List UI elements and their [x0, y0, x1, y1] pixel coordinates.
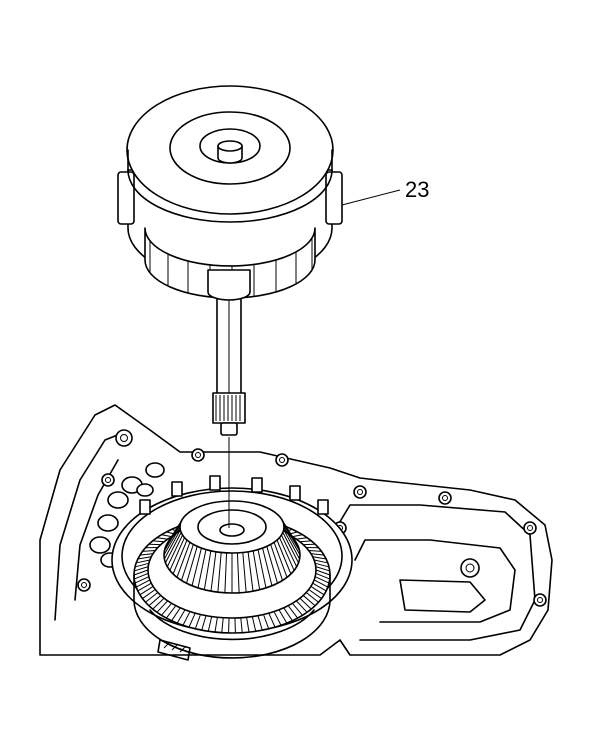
- case-right-inner-rim: [354, 539, 516, 623]
- passage-holes: [89, 462, 165, 568]
- case-left-flange: [54, 431, 126, 621]
- sun-gear-teeth: [163, 501, 301, 593]
- callout-leader: [341, 189, 401, 206]
- drum-assembly: [117, 85, 343, 301]
- callout-23: 23: [341, 177, 429, 206]
- case-right-slot: [399, 579, 486, 613]
- callout-number: 23: [405, 177, 429, 202]
- ring-gear-teeth: [133, 516, 331, 633]
- hub-bore: [219, 523, 245, 537]
- drum-flange-slots: [149, 238, 313, 298]
- gearset: [111, 475, 353, 661]
- case-bolt-bosses: [77, 429, 547, 607]
- case-right-housing: [334, 504, 536, 641]
- clutch-housing-lugs: [139, 475, 329, 515]
